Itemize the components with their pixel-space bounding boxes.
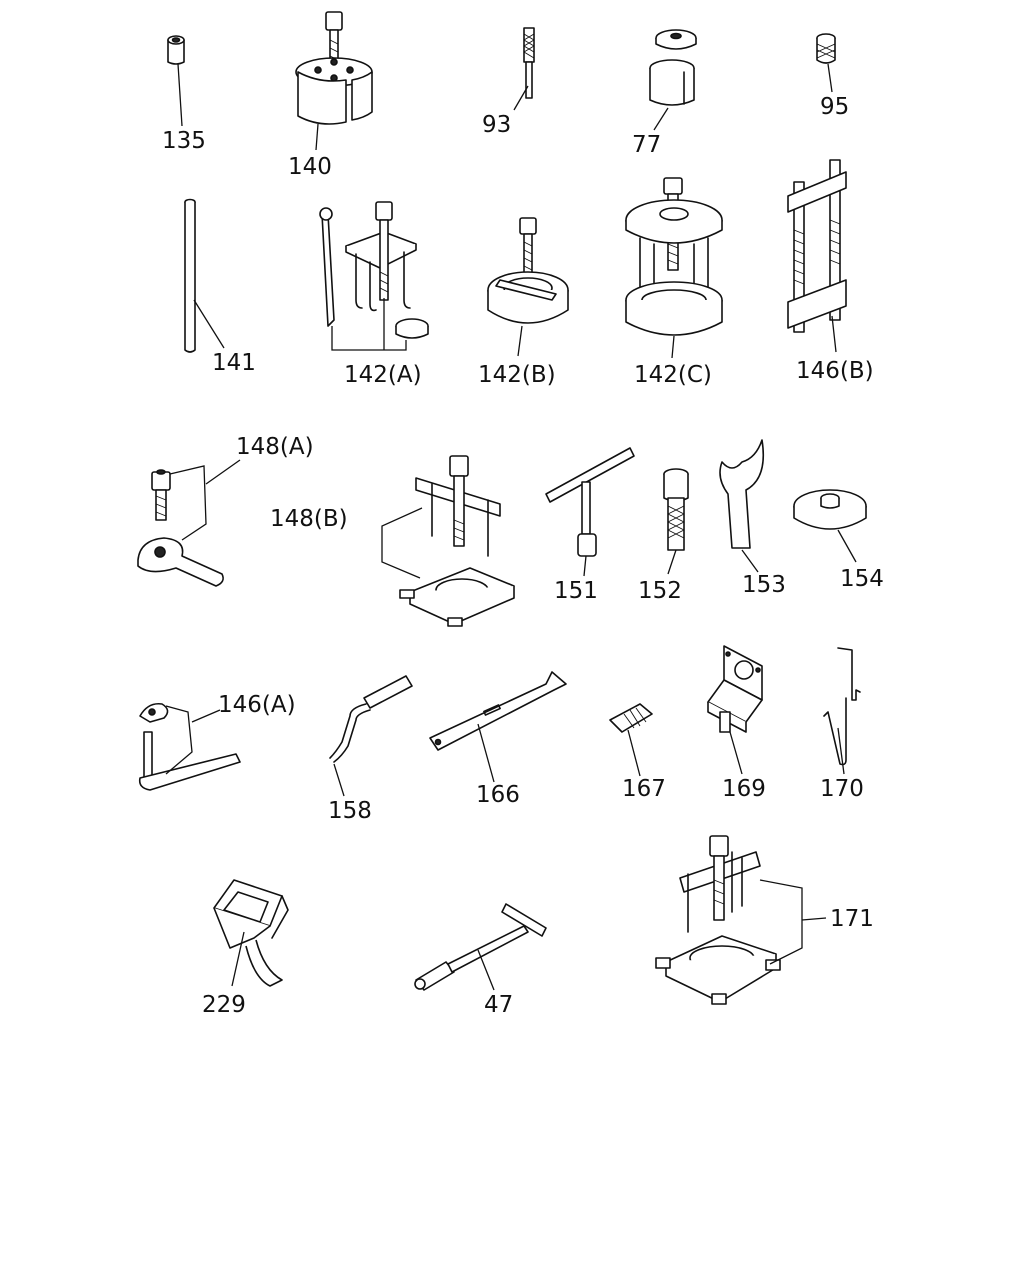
callout-47: 47 [484, 992, 513, 1018]
part-135-socket: 135 [162, 35, 206, 154]
callout-142a: 142(A) [344, 362, 422, 388]
callout-146b: 146(B) [796, 358, 874, 384]
callout-167: 167 [622, 776, 666, 802]
part-152-adapter: 152 [638, 468, 689, 604]
callout-151: 151 [554, 578, 598, 604]
callout-135: 135 [162, 128, 206, 154]
part-154-flanged-disc: 154 [793, 489, 884, 592]
part-229-guide: 229 [202, 879, 289, 1018]
part-146a-holder: 146(A) [138, 692, 296, 791]
part-47-t-wrench: 47 [414, 903, 547, 1018]
callout-148b: 148(B) [270, 506, 348, 532]
part-170-hook-rod: 170 [820, 647, 864, 802]
part-142a-three-jaw-puller: 142(A) [319, 201, 429, 388]
callout-229: 229 [202, 992, 246, 1018]
callout-171: 171 [830, 906, 874, 932]
part-77-sleeve: 77 [632, 29, 697, 158]
part-148b-bearing-puller: 148(B) [270, 455, 515, 627]
part-93-pin: 93 [482, 27, 535, 138]
callout-169: 169 [722, 776, 766, 802]
callout-153: 153 [742, 572, 786, 598]
part-151-t-handle: 151 [545, 447, 635, 604]
callout-141: 141 [212, 350, 256, 376]
part-148a-holder-wrench: 148(A) [137, 434, 314, 587]
part-158-crank: 158 [328, 675, 413, 824]
part-171-bearing-puller-set: 171 [655, 835, 874, 1005]
callout-154: 154 [840, 566, 884, 592]
callout-93: 93 [482, 112, 511, 138]
callout-152: 152 [638, 578, 682, 604]
callout-95: 95 [820, 94, 849, 120]
part-169-bracket: 169 [707, 645, 766, 802]
part-167-knurled-tool: 167 [609, 703, 666, 802]
part-146b-column-frame: 146(B) [787, 159, 874, 384]
part-142b-ring-puller: 142(B) [478, 217, 569, 388]
callout-146a: 146(A) [218, 692, 296, 718]
callout-77: 77 [632, 132, 661, 158]
part-140-jaw-puller: 140 [288, 11, 373, 180]
callout-148a: 148(A) [236, 434, 314, 460]
part-95-knurled-nut: 95 [816, 33, 849, 120]
callout-140: 140 [288, 154, 332, 180]
callout-170: 170 [820, 776, 864, 802]
part-142c-press-frame: 142(C) [625, 177, 723, 388]
callout-142c: 142(C) [634, 362, 712, 388]
callout-158: 158 [328, 798, 372, 824]
part-153-spanner: 153 [719, 439, 786, 598]
part-141-rod: 141 [184, 198, 256, 376]
callout-142b: 142(B) [478, 362, 556, 388]
callout-166: 166 [476, 782, 520, 808]
part-166-flat-bar: 166 [429, 671, 567, 808]
